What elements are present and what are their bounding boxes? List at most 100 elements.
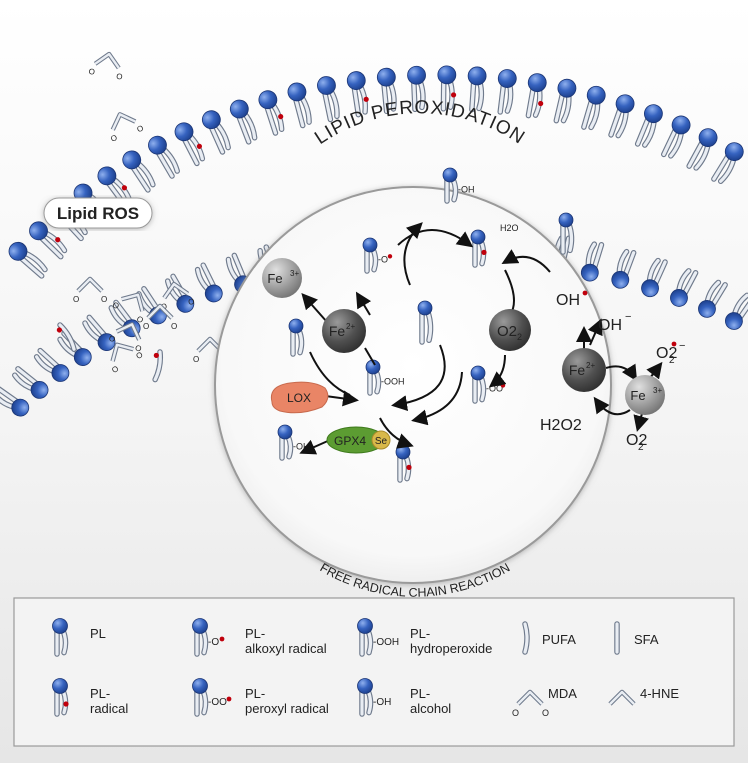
gpx4-enzyme: GPX4 Se [326, 426, 391, 454]
svg-text:O: O [143, 322, 149, 331]
legend-icon-alcohol [357, 678, 374, 717]
inner-leaflet-lipid [108, 299, 141, 338]
inner-leaflet-lipid [698, 279, 728, 318]
outer-leaflet-lipid [711, 142, 744, 184]
svg-text:2+: 2+ [346, 322, 355, 331]
pl-alkoxyl-lipid [362, 237, 379, 274]
svg-text:radical: radical [90, 701, 128, 716]
outer-leaflet-lipid [287, 82, 312, 129]
outer-leaflet-lipid [201, 110, 231, 155]
svg-text:−: − [625, 311, 631, 323]
pl-peroxyl: -OO [470, 365, 506, 404]
outer-leaflet-lipid [317, 76, 340, 123]
selenium-badge [371, 430, 391, 450]
legend-item-hne: 4-HNE [608, 686, 679, 706]
svg-text:PL-: PL- [245, 686, 265, 701]
oh-minus-label: OH − [598, 311, 631, 334]
arrow-gpx4-to-alcohol [299, 439, 331, 455]
arrow-fe-to-alkoxyl [355, 291, 372, 316]
legend-icon-hne [608, 689, 636, 706]
svg-text:PL-: PL- [245, 626, 265, 641]
svg-text:SFA: SFA [634, 632, 659, 647]
svg-text:O: O [134, 343, 143, 354]
arrow-to-alcohol [403, 222, 423, 286]
svg-text:4-HNE: 4-HNE [640, 686, 679, 701]
outer-leaflet-lipid [497, 69, 517, 115]
pl-hydroperoxide-lipid [365, 359, 382, 396]
oh-radical-label: OH [556, 290, 588, 309]
svg-text:GPX4: GPX4 [334, 434, 366, 448]
pl-alcohol-left-lipid [277, 424, 294, 461]
outer-leaflet-lipid [608, 94, 635, 139]
svg-text:2+: 2+ [586, 361, 595, 370]
svg-text:3+: 3+ [290, 269, 299, 278]
arrow-fe3-to-superoxide [646, 361, 663, 380]
svg-text:H2O2: H2O2 [540, 417, 582, 434]
lipid-ros-badge: Lipid ROS [43, 197, 153, 229]
outer-leaflet-lipid [686, 128, 718, 171]
svg-text:PL-: PL- [410, 626, 430, 641]
arrow-alkoxyl-to-radical [397, 229, 474, 248]
pl-radical-top [470, 229, 487, 268]
fe3-ball-right: Fe 3+ [625, 375, 665, 415]
arrow-fe-to-oh-minus [587, 318, 603, 346]
outer-leaflet-lipid [407, 65, 426, 113]
arrow-o2-to-peroxyl [488, 354, 507, 388]
outer-leaflet-lipid [229, 99, 258, 145]
outer-leaflet-lipid [346, 71, 369, 118]
svg-text:-OO: -OO [208, 697, 227, 708]
outer-leaflet-lipid [174, 122, 206, 167]
svg-text:Se: Se [375, 436, 388, 447]
svg-text:O: O [136, 124, 145, 135]
svg-text:-OH: -OH [458, 184, 475, 194]
inner-leaflet-lipid [580, 241, 605, 282]
legend: PL-OPL-alkoxyl radical-OOHPL-hydroperoxi… [52, 618, 679, 718]
inner-leaflet-lipid [33, 347, 70, 382]
svg-text:O: O [188, 297, 196, 307]
pl-radical-top-lipid [470, 229, 487, 268]
outer-leaflet-lipid [29, 221, 68, 260]
svg-text:O: O [116, 72, 124, 82]
svg-text:2: 2 [638, 442, 644, 453]
inner-leaflet-lipid [194, 262, 223, 303]
aldehyde-fragment: OO [108, 322, 143, 354]
legend-icon-radical [52, 678, 69, 717]
legend-item-pl: PL [52, 618, 106, 657]
arrow-fe2-to-fe3 [605, 363, 638, 382]
outer-leaflet-lipid [660, 115, 691, 159]
aldehyde-fragment: OO [110, 342, 145, 375]
svg-text:O: O [108, 334, 117, 345]
svg-text:O: O [111, 300, 121, 311]
reaction-circle [214, 186, 612, 584]
legend-item-alkoxyl: -OPL-alkoxyl radical [192, 618, 327, 657]
arrow-pl-to-ooh-chain [391, 344, 446, 412]
pl-hydroperoxide: -OOH [365, 359, 405, 396]
fe3-ball-left: Fe 3+ [262, 258, 302, 298]
svg-text:PL: PL [90, 626, 106, 641]
inner-leaflet-lipid [82, 314, 116, 352]
svg-text:O: O [193, 355, 199, 364]
outer-leaflet-lipid [122, 150, 156, 193]
outer-leaflet-lipid [437, 65, 457, 112]
svg-text:LOX: LOX [287, 391, 311, 405]
outer-leaflet-lipid [634, 104, 663, 148]
superoxide-label: O2 2 − [656, 340, 685, 366]
svg-text:PL-: PL- [90, 686, 110, 701]
arrow-pl-to-ooh [309, 351, 351, 396]
pl-alkoxyl: -O [362, 237, 393, 274]
outer-leaflet-lipid [148, 135, 180, 179]
svg-text:OH: OH [556, 292, 580, 309]
svg-text:-OOH: -OOH [373, 637, 399, 648]
svg-text:O: O [171, 322, 177, 331]
inner-leaflet-lipid [725, 292, 748, 330]
pl-peroxyl-lipid [470, 365, 487, 404]
svg-text:O: O [109, 133, 118, 144]
svg-text:O: O [135, 350, 145, 361]
pl-alcohol-top-lipid [442, 167, 459, 204]
svg-text:Fe: Fe [569, 362, 586, 378]
